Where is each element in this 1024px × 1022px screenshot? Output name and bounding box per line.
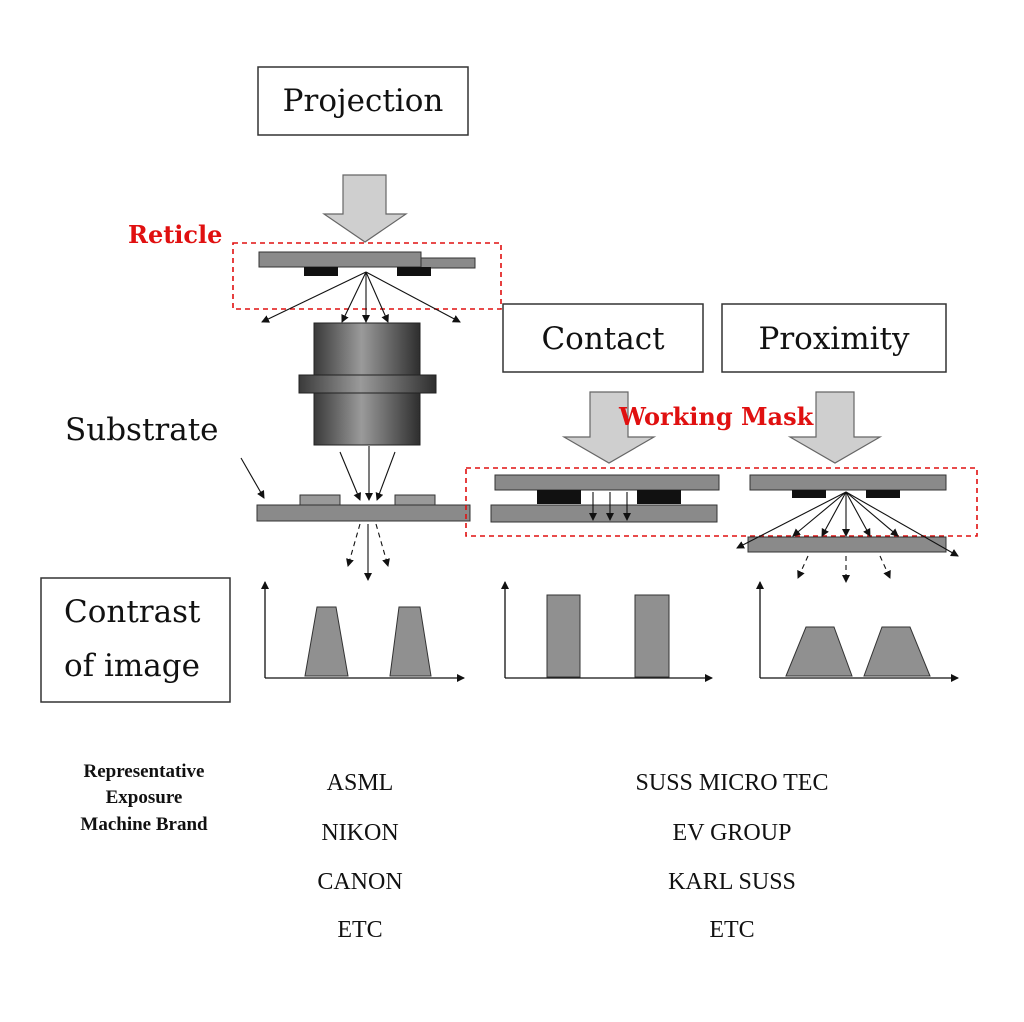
- working-mask-highlight-box: [465, 467, 978, 537]
- proximity-box: Proximity: [721, 303, 947, 373]
- projection-label: Projection: [283, 83, 444, 119]
- projection-brand-list: ASML NIKON CANON ETC: [317, 770, 402, 943]
- contrast-label-line1: Contrast: [64, 594, 201, 630]
- contact-substrate: [490, 504, 718, 523]
- contact-proximity-brand: ETC: [709, 917, 754, 943]
- contact-profile-peak: [634, 594, 670, 678]
- substrate-label: Substrate: [65, 412, 219, 448]
- projection-brand: ASML: [327, 770, 394, 796]
- contact-mask: [494, 474, 720, 504]
- reticle-mask: [258, 251, 476, 276]
- projection-substrate: [256, 494, 471, 522]
- projection-brand: ETC: [337, 917, 382, 943]
- proximity-substrate: [747, 536, 947, 553]
- contact-proximity-brand: KARL SUSS: [668, 869, 796, 895]
- brands-header: Representative Exposure Machine Brand: [80, 761, 208, 835]
- projection-brand: NIKON: [321, 820, 398, 846]
- contact-proximity-brand: EV GROUP: [673, 820, 792, 846]
- projection-lens: [298, 322, 437, 446]
- projection-profile-peak: [389, 606, 432, 677]
- proximity-profile-peak: [785, 626, 853, 677]
- proximity-diffraction-rays: [736, 491, 959, 557]
- proximity-mask: [749, 474, 947, 498]
- projection-transmitted-rays: [346, 523, 390, 581]
- contact-proximity-brand-list: SUSS MICRO TEC EV GROUP KARL SUSS ETC: [636, 770, 829, 943]
- brands-header-line2: Exposure: [106, 787, 183, 808]
- brands-header-line1: Representative: [83, 761, 204, 782]
- reticle-diffraction-rays: [261, 271, 461, 323]
- contact-light-arrow: [561, 391, 657, 464]
- reticle-highlight-box: [232, 242, 502, 310]
- proximity-transmitted-rays: [797, 555, 891, 583]
- reticle-label: Reticle: [128, 220, 222, 249]
- projection-intensity-profile: [261, 581, 465, 682]
- contact-intensity-profile: [501, 581, 713, 682]
- proximity-intensity-profile: [756, 581, 959, 682]
- projection-brand: CANON: [317, 869, 402, 895]
- proximity-profile-peak: [863, 626, 931, 677]
- substrate-pointer-arrow: [240, 457, 265, 499]
- contrast-label-line2: of image: [64, 648, 200, 684]
- projection-profile-peak: [304, 606, 349, 677]
- proximity-light-arrow: [787, 391, 883, 464]
- contact-rays: [589, 492, 631, 521]
- projection-box: Projection: [257, 66, 469, 136]
- contact-label: Contact: [541, 321, 665, 357]
- proximity-label: Proximity: [758, 321, 910, 357]
- contrast-of-image-box: Contrast of image: [40, 577, 231, 703]
- working-mask-label: Working Mask: [618, 402, 815, 431]
- projection-light-arrow: [322, 174, 408, 243]
- contact-profile-peak: [546, 594, 581, 678]
- contact-box: Contact: [502, 303, 704, 373]
- lens-output-rays: [339, 446, 396, 501]
- brands-header-line3: Machine Brand: [80, 814, 208, 835]
- contact-proximity-brand: SUSS MICRO TEC: [636, 770, 829, 796]
